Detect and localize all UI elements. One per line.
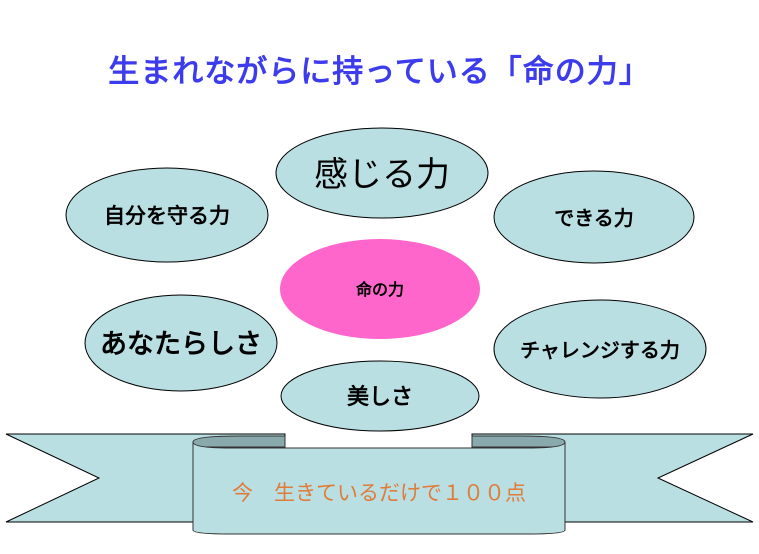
node-challenge: チャレンジする力: [493, 299, 707, 399]
node-beauty-label: 美しさ: [347, 384, 413, 410]
banner-text: 今 生きているだけで１００点: [232, 481, 526, 505]
node-protect-label: 自分を守る力: [104, 204, 230, 228]
node-feel: 感じる力: [275, 127, 489, 219]
node-protect: 自分を守る力: [65, 167, 269, 263]
banner-scroll: [192, 441, 566, 535]
node-yourself: あなたらしさ: [84, 294, 278, 392]
banner-right-fold: [471, 435, 566, 448]
node-yourself-label: あなたらしさ: [100, 329, 262, 360]
banner: 今 生きているだけで１００点: [5, 433, 754, 535]
node-challenge-label: チャレンジする力: [520, 338, 680, 362]
node-can: できる力: [493, 170, 695, 264]
slide-title: 生まれながらに持っている「命の力」: [108, 54, 651, 90]
node-can-label: できる力: [554, 206, 634, 230]
node-beauty: 美しさ: [280, 360, 480, 432]
banner-left-fold: [192, 435, 286, 448]
node-center-label: 命の力: [355, 280, 404, 299]
node-feel-label: 感じる力: [314, 155, 450, 195]
node-center: 命の力: [280, 239, 480, 339]
